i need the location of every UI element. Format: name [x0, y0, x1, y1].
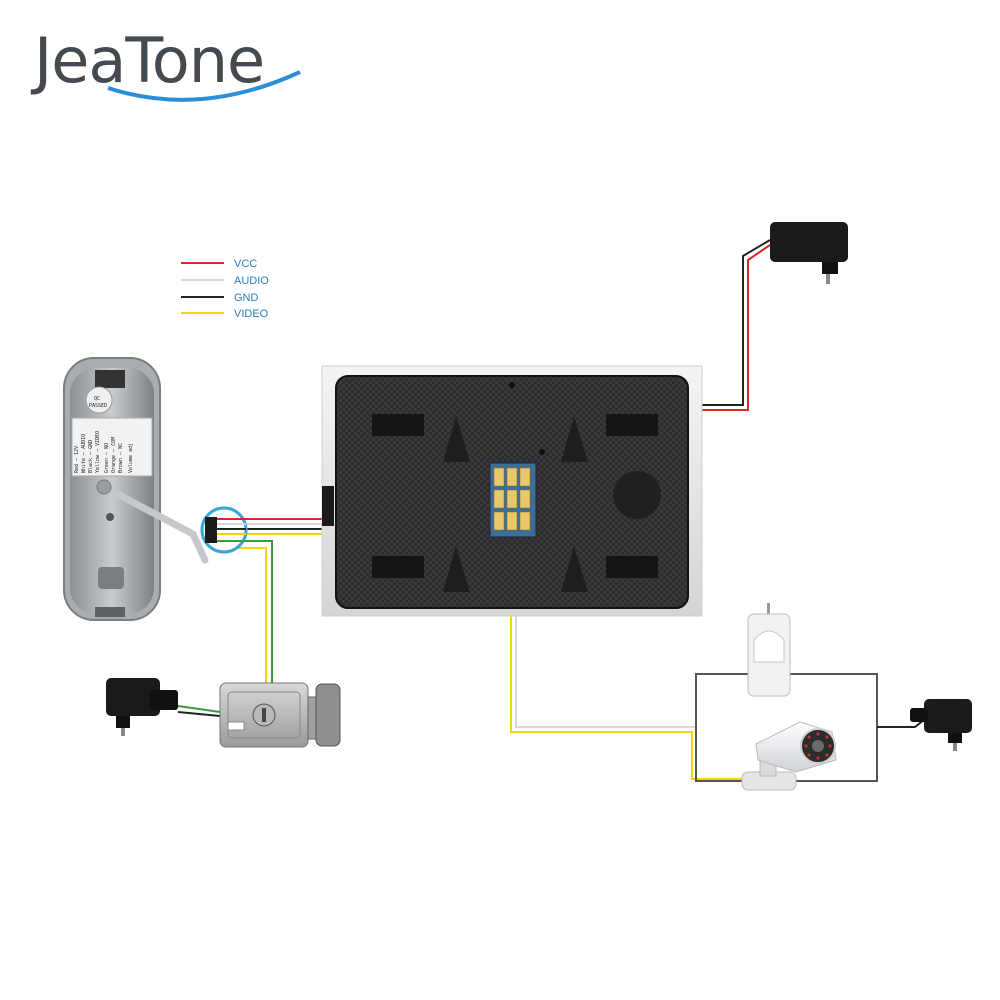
legend-label: VCC: [234, 258, 257, 270]
qc-sticker-text: QC: [94, 396, 100, 402]
power-adapter-camera: [910, 699, 972, 751]
qc-sticker: [85, 386, 113, 414]
wire-legend: VCC AUDIO GND VIDEO: [181, 258, 269, 320]
adapter-pin: [953, 743, 957, 751]
svg-text:White — AUDIO: White — AUDIO: [81, 434, 87, 473]
doorbell-camera: QC PASSED Red — 12V White — AUDIO Black …: [63, 357, 209, 621]
power-adapter-monitor: [770, 222, 848, 284]
brand-logo: JeaTone: [30, 24, 301, 102]
connector-zoom: [200, 506, 248, 554]
doorbell-cable: [100, 483, 209, 564]
wiring-label-text: Red — 12V White — AUDIO Black — GND Yell…: [74, 431, 134, 473]
qc-sticker-sub: PASSED: [89, 403, 107, 409]
doorbell-screw: [106, 513, 114, 521]
connector-plug: [205, 517, 217, 543]
lock-terminal: [227, 721, 245, 731]
adapter-cable-end: [910, 708, 928, 722]
svg-text:Red — 12V: Red — 12V: [74, 446, 80, 473]
adapter-cable-end: [150, 690, 178, 710]
mount-hook: [443, 546, 470, 592]
svg-text:Yellow — VIDEO: Yellow — VIDEO: [95, 431, 101, 473]
cctv-camera: [741, 721, 837, 791]
doorbell-slot: [95, 370, 125, 388]
legend-item-video: VIDEO: [181, 308, 269, 320]
adapter-plug: [822, 262, 838, 274]
brand-name: JeaTone: [30, 24, 264, 97]
power-adapter-lock: [106, 678, 178, 736]
camera-lens: [812, 740, 824, 752]
adapter-pin: [826, 274, 830, 284]
doorbell-mount-hole: [98, 567, 124, 589]
adapter-body: [924, 699, 972, 733]
svg-text:Orange — COM: Orange — COM: [111, 437, 117, 473]
mount-hook: [561, 416, 588, 462]
wire-lock-adapter-gnd: [177, 711, 221, 717]
adapter-body: [770, 222, 848, 262]
monitor-hole: [509, 382, 515, 388]
legend-label: AUDIO: [234, 275, 269, 287]
pir-antenna: [767, 603, 770, 617]
svg-text:Black — GND: Black — GND: [88, 440, 94, 473]
svg-text:Volume adj: Volume adj: [128, 443, 134, 473]
electric-lock: [219, 682, 341, 748]
cable-grommet: [96, 479, 112, 495]
camera-ir-leds: [804, 732, 832, 760]
monitor-screw: [539, 449, 545, 455]
legend-item-gnd: GND: [181, 292, 259, 304]
vent-slots: [372, 414, 658, 578]
legend-item-vcc: VCC: [181, 258, 257, 270]
wire-lock-adapter: [177, 705, 221, 713]
speaker-grille: [613, 471, 661, 519]
wiring-label-sticker: [71, 417, 153, 477]
pir-sensor: [747, 603, 791, 697]
adapter-plug: [116, 716, 130, 728]
indoor-monitor: [321, 365, 703, 617]
pir-lens: [753, 630, 785, 663]
doorbell-bottom: [95, 607, 125, 617]
lock-latch: [315, 683, 341, 747]
adapter-pin: [121, 728, 125, 736]
mount-hook: [561, 546, 588, 592]
legend-item-audio: AUDIO: [181, 275, 269, 287]
svg-text:Brown — NC: Brown — NC: [118, 443, 124, 473]
svg-text:Green — NO: Green — NO: [104, 443, 110, 473]
logo-swoosh: [107, 70, 301, 102]
terminal-pins: [493, 467, 531, 531]
wire-camera-video: [510, 536, 745, 780]
legend-label: GND: [234, 292, 259, 304]
adapter-body: [106, 678, 160, 716]
lock-face: [227, 691, 301, 739]
legend-label: VIDEO: [234, 308, 269, 320]
adapter-plug: [948, 733, 962, 743]
mount-hook: [443, 416, 470, 462]
lock-keyhole: [262, 708, 266, 722]
monitor-side-button: [322, 486, 334, 526]
